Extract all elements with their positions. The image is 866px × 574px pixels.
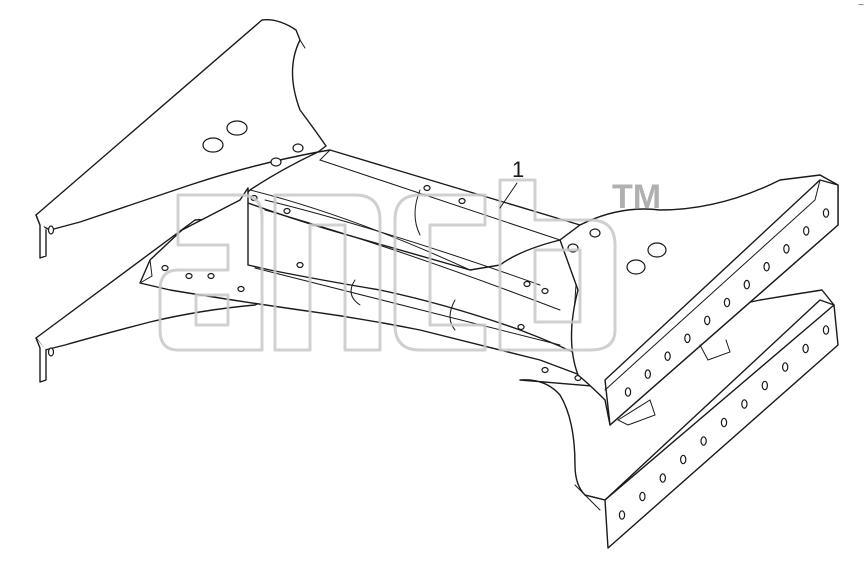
rail-hole	[822, 208, 830, 218]
rail-hole	[659, 473, 667, 483]
rail-hole	[802, 343, 809, 354]
rail-hole	[743, 279, 751, 290]
callout-number: 1	[512, 157, 524, 182]
rail-hole	[618, 510, 626, 520]
rail-hole	[639, 491, 646, 502]
right-upper-bracket	[559, 174, 839, 426]
rail-hole	[624, 387, 632, 397]
rail-hole	[763, 261, 770, 272]
rail-hole	[704, 315, 711, 326]
rail-hole	[723, 297, 731, 308]
rail-hole	[782, 362, 789, 372]
rail-hole	[684, 333, 691, 344]
rail-hole	[644, 369, 652, 379]
brand-watermark-logo	[158, 178, 617, 352]
upper-rail-holes	[624, 208, 830, 397]
corner-mark: ~	[858, 0, 864, 11]
rail-hole	[761, 380, 769, 391]
rail-hole	[720, 417, 728, 428]
lower-rail-holes	[618, 325, 830, 520]
rail-hole	[803, 226, 810, 236]
rail-hole	[741, 399, 748, 409]
rail-hole	[664, 351, 671, 361]
rail-hole	[783, 244, 790, 254]
rail-hole	[822, 325, 830, 335]
trademark-mark: TM	[612, 178, 661, 216]
left-upper-bracket	[35, 19, 327, 259]
part-callout: 1	[499, 157, 524, 209]
rail-hole	[700, 436, 707, 446]
rail-hole	[680, 454, 687, 465]
